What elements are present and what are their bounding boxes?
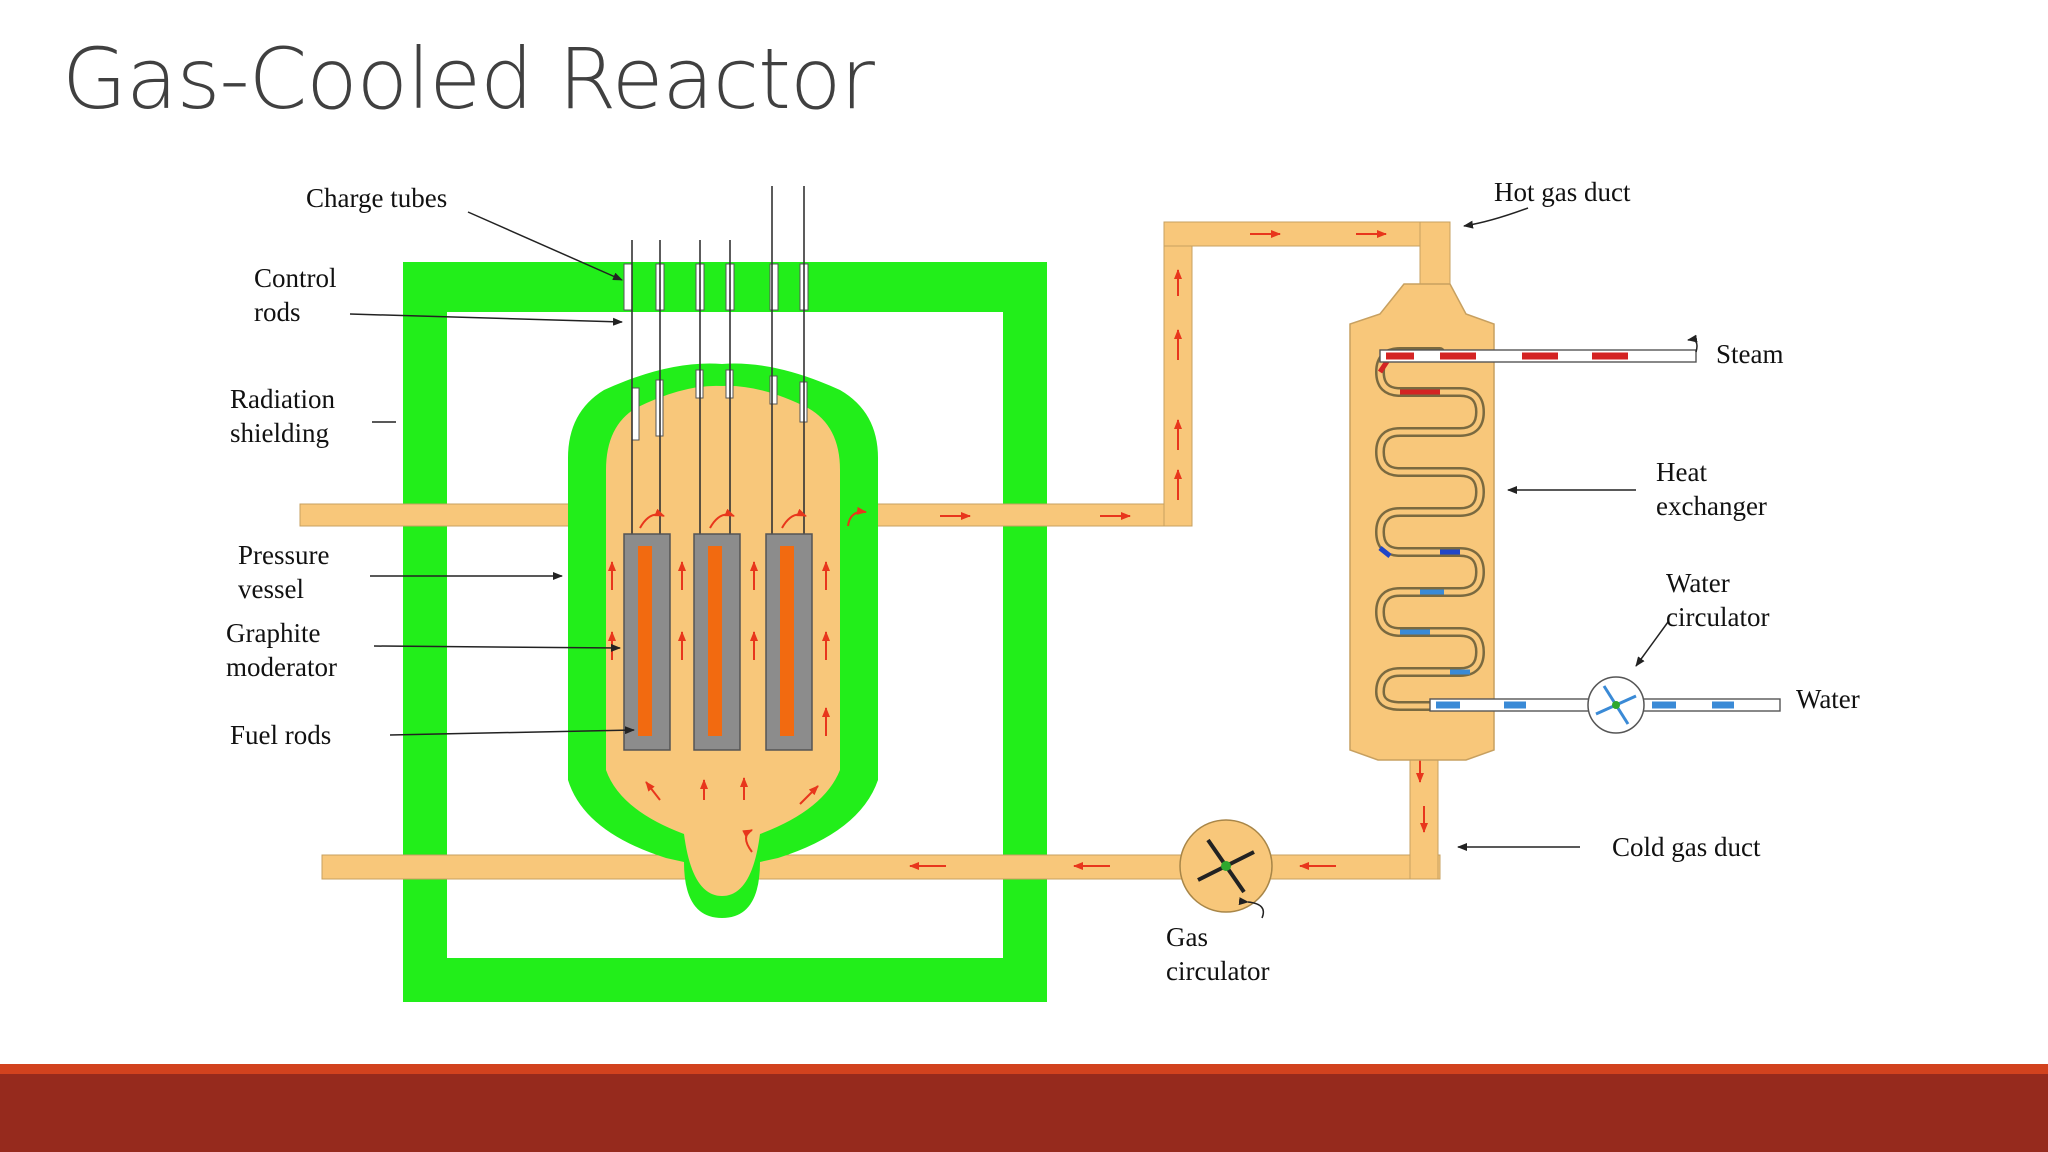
label-graphite-moderator-line1: Graphite <box>226 618 320 648</box>
heat-exchanger <box>1349 283 1495 761</box>
label-water-circulator-line1: Water <box>1666 568 1730 598</box>
label-graphite-moderator-line2: moderator <box>226 652 337 682</box>
label-gas-circulator-line2: circulator <box>1166 956 1269 986</box>
label-steam: Steam <box>1716 339 1784 369</box>
label-radiation-shielding-line2: shielding <box>230 418 329 448</box>
leader-lines <box>349 207 1669 851</box>
label-water-circulator-line2: circulator <box>1666 602 1769 632</box>
footer-bar <box>0 1074 2048 1152</box>
label-radiation-shielding-line1: Radiation <box>230 384 335 414</box>
slide-title: Gas-Cooled Reactor <box>62 30 875 128</box>
footer-accent-stripe <box>0 1064 2048 1074</box>
control-rods <box>631 186 805 540</box>
label-control-rods-line1: Control <box>254 263 337 293</box>
label-cold-gas-duct: Cold gas duct <box>1612 832 1761 862</box>
reactor-diagram: Charge tubes Control rods Radiation shie… <box>226 177 1860 1002</box>
label-gas-circulator-line1: Gas <box>1166 922 1208 952</box>
label-heat-exchanger-line2: exchanger <box>1656 491 1767 521</box>
diagram-labels: Charge tubes Control rods Radiation shie… <box>226 177 1860 986</box>
steam-pipe <box>1379 334 1698 363</box>
label-fuel-rods: Fuel rods <box>230 720 331 750</box>
gas-circulator <box>1179 819 1273 919</box>
label-water: Water <box>1796 684 1860 714</box>
water-circulator <box>1587 676 1645 734</box>
label-heat-exchanger-line1: Heat <box>1656 457 1707 487</box>
label-hot-gas-duct: Hot gas duct <box>1494 177 1631 207</box>
label-control-rods-line2: rods <box>254 297 301 327</box>
label-charge-tubes: Charge tubes <box>306 183 447 213</box>
label-pressure-vessel-line1: Pressure <box>238 540 329 570</box>
fuel-rods <box>638 546 794 736</box>
label-pressure-vessel-line2: vessel <box>238 574 304 604</box>
